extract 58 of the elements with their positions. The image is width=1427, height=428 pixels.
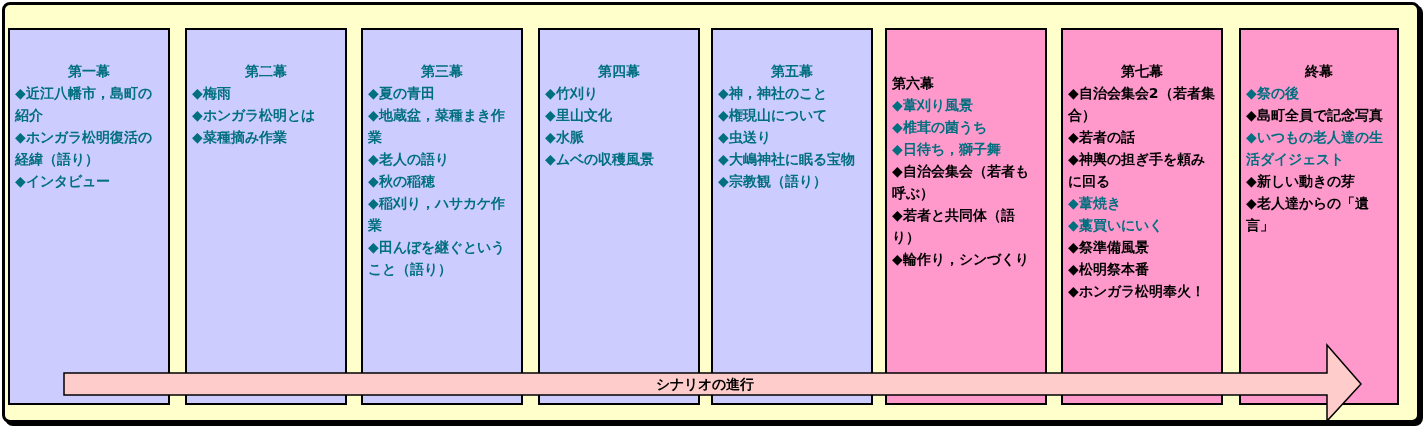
act-heading: 第五幕 bbox=[770, 62, 814, 81]
list-item: ◆神，神社のこと bbox=[718, 84, 828, 103]
list-item: ◆竹刈り bbox=[545, 84, 599, 103]
list-item: ◆椎茸の菌うち bbox=[892, 118, 988, 137]
list-item: ◆藁買いにいく bbox=[1068, 216, 1164, 235]
list-item: ◆梅雨 bbox=[192, 84, 232, 103]
act-panel bbox=[1061, 28, 1223, 405]
act-heading: 第六幕 bbox=[892, 74, 935, 93]
list-item: ◆老人の語り bbox=[368, 150, 450, 169]
act-heading: 終幕 bbox=[1303, 62, 1334, 81]
act-heading: 第一幕 bbox=[67, 62, 111, 81]
list-item: ◆インタビュー bbox=[15, 172, 111, 191]
list-item: ◆田んぼを継ぐということ（語り） bbox=[368, 238, 506, 279]
list-item: ◆ホンガラ松明奉火！ bbox=[1068, 282, 1206, 301]
act-panel bbox=[185, 28, 347, 405]
list-item: ◆いつもの老人達の生活ダイジェスト bbox=[1246, 128, 1384, 169]
list-item: ◆ホンガラ松明とは bbox=[192, 106, 316, 125]
list-item: ◆宗教観（語り） bbox=[718, 172, 828, 191]
list-item: ◆菜種摘み作業 bbox=[192, 128, 288, 147]
list-item: ◆葦焼き bbox=[1068, 194, 1122, 213]
list-item: ◆輪作り，シンづくり bbox=[892, 250, 1030, 269]
act-heading: 第二幕 bbox=[244, 62, 288, 81]
list-item: ◆里山文化 bbox=[545, 106, 613, 125]
list-item: ◆若者と共同体（語り） bbox=[892, 206, 1016, 247]
act-panel bbox=[1239, 28, 1399, 405]
list-item: ◆自治会集会（若者も呼ぶ） bbox=[892, 162, 1030, 203]
list-item: ◆近江八幡市，島町の紹介 bbox=[15, 84, 153, 125]
list-item: ◆権現山について bbox=[718, 106, 828, 125]
act-panel bbox=[8, 28, 170, 405]
list-item: ◆自治会集会2（若者集合） bbox=[1068, 84, 1216, 125]
list-item: ◆神輿の担ぎ手を頼みに回る bbox=[1068, 150, 1206, 191]
list-item: ◆島町全員で記念写真 bbox=[1246, 106, 1384, 125]
list-item: ◆ホンガラ松明復活の経緯（語り） bbox=[15, 128, 153, 169]
list-item: ◆虫送り bbox=[718, 128, 772, 147]
arrow-label: シナリオの進行 bbox=[655, 375, 755, 393]
act-heading: 第四幕 bbox=[597, 62, 641, 81]
list-item: ◆稲刈り，ハサカケ作業 bbox=[368, 194, 506, 235]
act-panel bbox=[711, 28, 873, 405]
list-item: ◆水脈 bbox=[545, 128, 585, 147]
list-item: ◆新しい動きの芽 bbox=[1246, 172, 1356, 191]
list-item: ◆秋の稲穂 bbox=[368, 172, 436, 191]
list-item: ◆祭の後 bbox=[1246, 84, 1300, 103]
list-item: ◆松明祭本番 bbox=[1068, 260, 1150, 279]
act-panel bbox=[885, 28, 1047, 405]
act-heading: 第三幕 bbox=[420, 62, 464, 81]
list-item: ◆大嶋神社に眠る宝物 bbox=[718, 150, 856, 169]
act-panel bbox=[361, 28, 523, 405]
act-heading: 第七幕 bbox=[1120, 62, 1164, 81]
list-item: ◆地蔵盆，菜種まき作業 bbox=[368, 106, 506, 147]
list-item: ◆日待ち，獅子舞 bbox=[892, 140, 1002, 159]
list-item: ◆若者の話 bbox=[1068, 128, 1136, 147]
list-item: ◆夏の青田 bbox=[368, 84, 436, 103]
list-item: ◆ムベの収穫風景 bbox=[545, 150, 655, 169]
act-panel bbox=[538, 28, 700, 405]
list-item: ◆祭準備風景 bbox=[1068, 238, 1150, 257]
list-item: ◆老人達からの「遺言」 bbox=[1246, 194, 1370, 235]
outer-frame bbox=[2, 2, 1420, 423]
list-item: ◆葦刈り風景 bbox=[892, 96, 974, 115]
